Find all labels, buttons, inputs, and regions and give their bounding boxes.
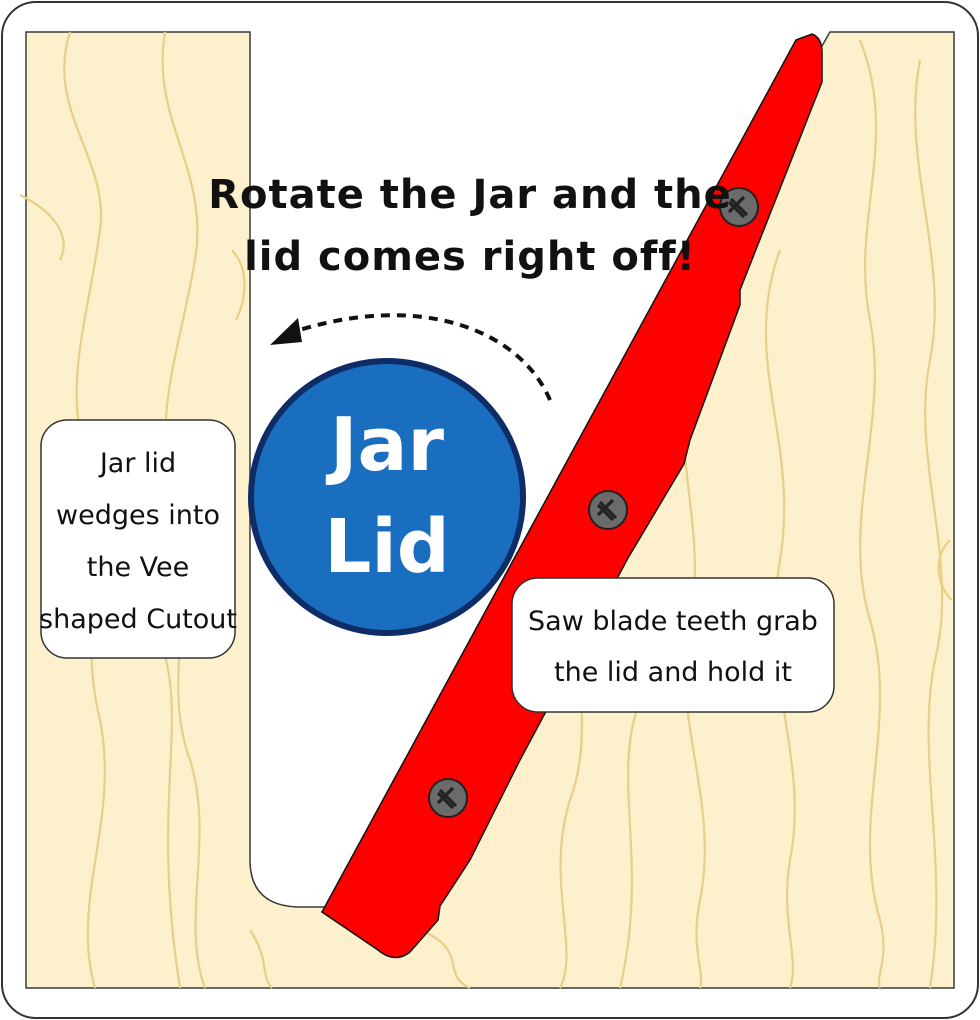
left-callout-line2: wedges into <box>56 500 220 531</box>
saw-blade <box>320 33 823 959</box>
curved-arrow-icon <box>270 313 552 401</box>
saw-blade-body <box>321 33 823 959</box>
screw-icon <box>719 187 759 227</box>
jar-lid: Jar Lid <box>248 358 526 636</box>
right-callout: Saw blade teeth grab the lid and hold it <box>511 577 835 713</box>
left-callout: Jar lid wedges into the Vee shaped Cutou… <box>39 419 237 659</box>
jar-lid-label-line2: Lid <box>324 504 450 590</box>
left-callout-line3: the Vee <box>87 552 190 583</box>
screw-icon <box>588 490 628 530</box>
jar-lid-label-line1: Jar <box>325 402 444 488</box>
headline-line1: Rotate the Jar and the <box>208 172 732 218</box>
right-callout-line2: the lid and hold it <box>554 657 792 688</box>
screw-icon <box>428 778 468 818</box>
headline-line2: lid comes right off! <box>244 234 696 280</box>
left-callout-line4: shaped Cutout <box>39 604 237 635</box>
right-callout-line1: Saw blade teeth grab <box>528 606 818 637</box>
left-callout-line1: Jar lid <box>98 448 176 479</box>
